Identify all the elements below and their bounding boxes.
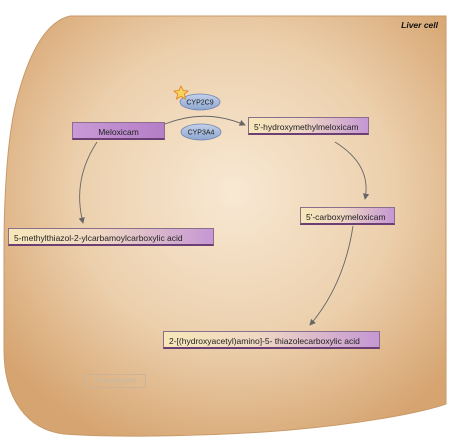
enzyme-cyp2c9-label: CYP2C9 <box>186 100 213 107</box>
watermark-logo: ©PharmGKB <box>84 374 146 388</box>
liver-cell-shape <box>3 15 447 437</box>
node-hydroxyacetyl-acid[interactable]: 2-[(hydroxyacetyl)amino]-5- thiazolecarb… <box>163 331 380 349</box>
enzyme-cyp3a4: CYP3A4 <box>180 123 222 141</box>
enzyme-cyp2c9: CYP2C9 <box>179 93 221 111</box>
node-carboxymeloxicam[interactable]: 5'-carboxymeloxicam <box>300 207 395 225</box>
node-methylthiazol-acid[interactable]: 5-methylthiazol-2-ylcarbamoylcarboxylic … <box>8 228 214 246</box>
node-hydroxymethylmeloxicam[interactable]: 5'-hydroxymethylmeloxicam <box>248 117 369 135</box>
star-icon <box>173 85 189 100</box>
liver-cell-label: Liver cell <box>401 20 438 30</box>
node-meloxicam[interactable]: Meloxicam <box>72 122 165 140</box>
arrow-meloxicam-to-methylthiazol <box>78 141 98 224</box>
enzyme-cyp3a4-label: CYP3A4 <box>188 130 215 137</box>
arrow-meloxicam-to-hydroxymethyl <box>164 115 246 126</box>
arrow-carboxy-to-hydroxyacetyl <box>309 225 354 326</box>
arrow-hydroxymethyl-to-carboxy <box>334 141 370 200</box>
